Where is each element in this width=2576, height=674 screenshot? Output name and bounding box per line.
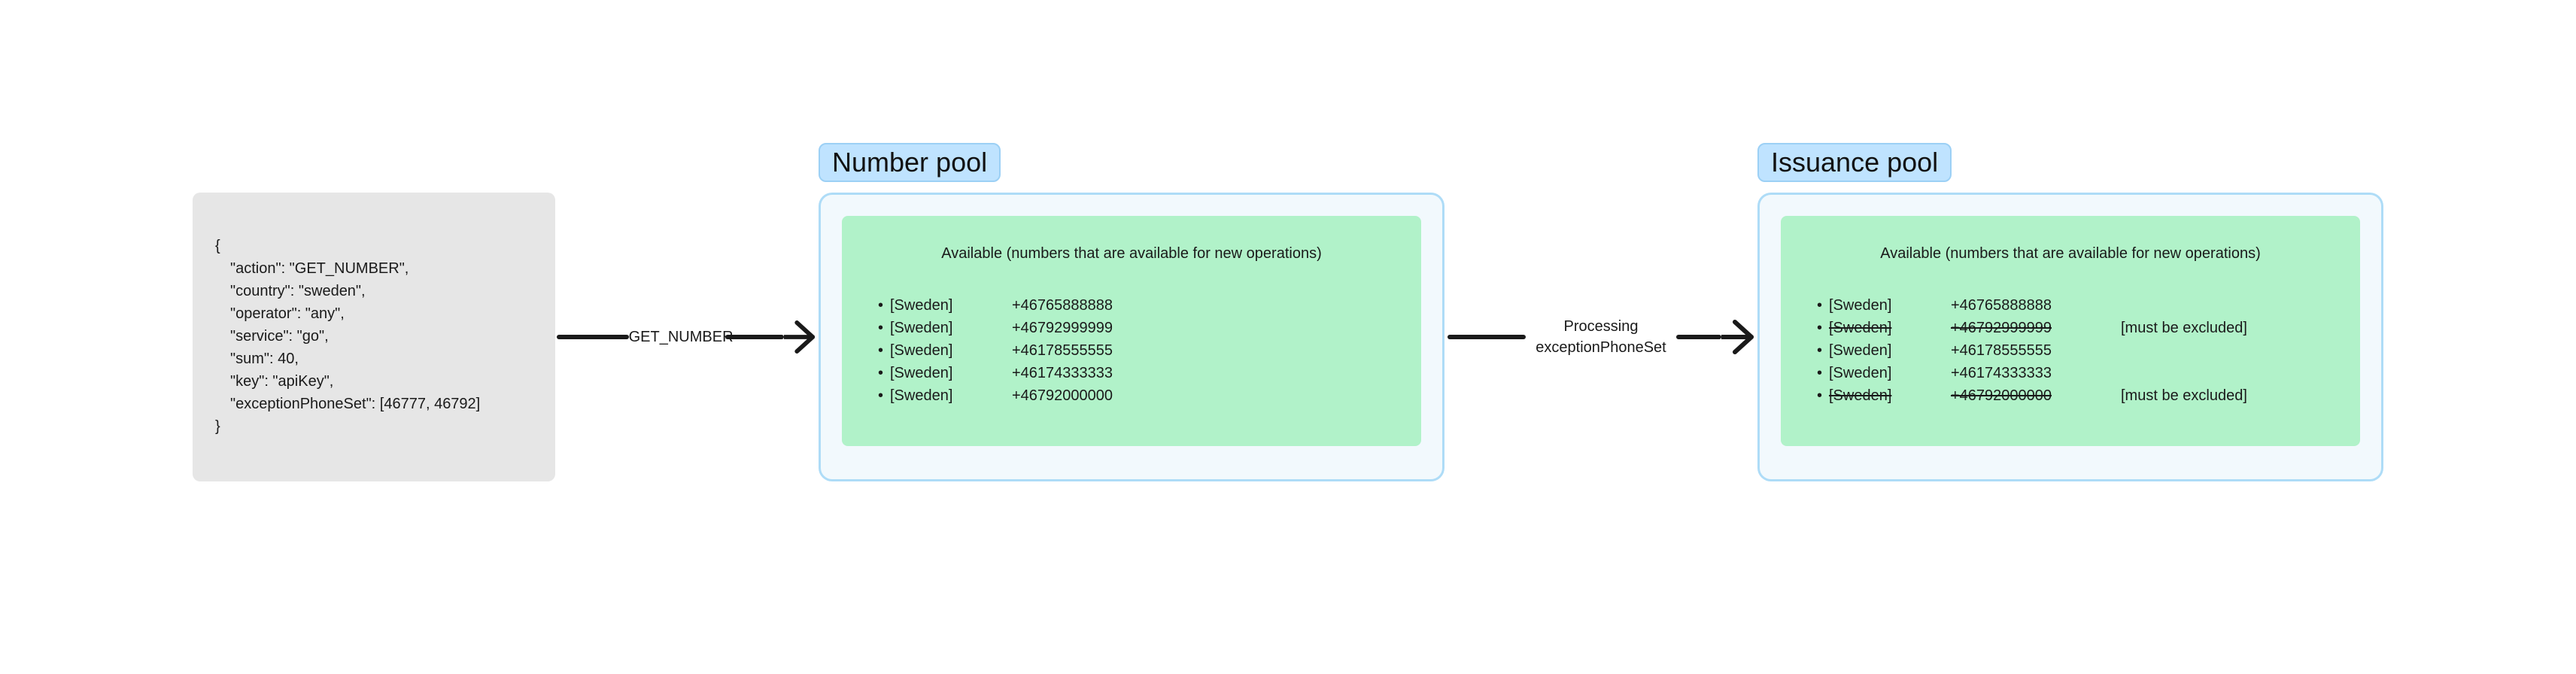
issuance-pool-list: [Sweden] +46765888888 [Sweden] +4679299999…: [1817, 294, 2247, 407]
country-label: [Sweden]: [1829, 342, 1892, 359]
country-label: [Sweden]: [1829, 297, 1892, 314]
list-item: [Sweden] +46178555555: [878, 339, 1182, 362]
request-json-box: { "action": "GET_NUMBER", "country": "sw…: [193, 193, 555, 481]
phone-number: +46792000000: [1012, 387, 1113, 404]
available-caption: Available (numbers that are available fo…: [941, 245, 1322, 262]
country-label: [Sweden]: [890, 320, 953, 336]
issuance-pool-frame: Available (numbers that are available fo…: [1757, 193, 2383, 481]
number-pool-title: Number pool: [819, 143, 1001, 182]
list-item: [Sweden] +46174333333: [878, 362, 1182, 384]
connector-label: GET_NUMBER: [628, 329, 734, 345]
code-line: "sum": 40,: [230, 351, 299, 367]
code-line: {: [215, 238, 220, 254]
number-pool-list: [Sweden] +46765888888 [Sweden] +4679299999…: [878, 294, 1182, 407]
connector-line: [557, 335, 629, 339]
excluded-list-item: [Sweden] +46792000000 [must be excluded]: [1817, 384, 2247, 407]
list-item: [Sweden] +46765888888: [878, 294, 1182, 317]
code-line: "service": "go",: [230, 328, 329, 345]
phone-number: +46792999999: [1951, 320, 2052, 336]
connector-label: Processing exceptionPhoneSet: [1526, 316, 1676, 358]
country-label: [Sweden]: [1829, 320, 1892, 336]
list-item: [Sweden] +46765888888: [1817, 294, 2247, 317]
connector-line: [1447, 335, 1526, 339]
phone-number: +46792000000: [1951, 387, 2052, 404]
list-item: [Sweden] +46174333333: [1817, 362, 2247, 384]
phone-number: +46765888888: [1012, 297, 1113, 314]
country-label: [Sweden]: [890, 297, 953, 314]
list-item: [Sweden] +46792999999: [878, 317, 1182, 339]
phone-number: +46792999999: [1012, 320, 1113, 336]
connector-label-line: exceptionPhoneSet: [1536, 339, 1666, 356]
number-pool-frame: Available (numbers that are available fo…: [819, 193, 1444, 481]
code-line: "key": "apiKey",: [230, 373, 334, 390]
code-line: "exceptionPhoneSet": [46777, 46792]: [230, 396, 481, 412]
code-line: "action": "GET_NUMBER",: [230, 260, 409, 277]
code-line: }: [215, 418, 220, 435]
exclusion-note: [must be excluded]: [2121, 320, 2247, 336]
phone-number: +46178555555: [1012, 342, 1113, 359]
get-number-connector: GET_NUMBER: [557, 319, 817, 355]
excluded-list-item: [Sweden] +46792999999 [must be excluded]: [1817, 317, 2247, 339]
country-label: [Sweden]: [890, 342, 953, 359]
list-item: [Sweden] +46792000000: [878, 384, 1182, 407]
phone-number: +46178555555: [1951, 342, 2052, 359]
issuance-pool-title: Issuance pool: [1757, 143, 1952, 182]
connector-line: [724, 335, 785, 339]
country-label: [Sweden]: [890, 365, 953, 381]
code-line: "operator": "any",: [230, 305, 345, 322]
arrow-right-icon: [1721, 320, 1754, 354]
issuance-pool-available-panel: Available (numbers that are available fo…: [1781, 216, 2360, 446]
phone-number: +46765888888: [1951, 297, 2052, 314]
exclusion-note: [must be excluded]: [2121, 387, 2247, 404]
number-pool-available-panel: Available (numbers that are available fo…: [842, 216, 1421, 446]
phone-number: +46174333333: [1012, 365, 1113, 381]
country-label: [Sweden]: [890, 387, 953, 404]
phone-number: +46174333333: [1951, 365, 2052, 381]
connector-line: [1676, 335, 1721, 339]
country-label: [Sweden]: [1829, 387, 1892, 404]
list-item: [Sweden] +46178555555: [1817, 339, 2247, 362]
country-label: [Sweden]: [1829, 365, 1892, 381]
arrow-right-icon: [784, 320, 816, 354]
connector-label-line: Processing: [1563, 318, 1639, 335]
processing-connector: Processing exceptionPhoneSet: [1447, 316, 1756, 358]
code-line: "country": "sweden",: [230, 283, 366, 299]
available-caption: Available (numbers that are available fo…: [1880, 245, 2261, 262]
